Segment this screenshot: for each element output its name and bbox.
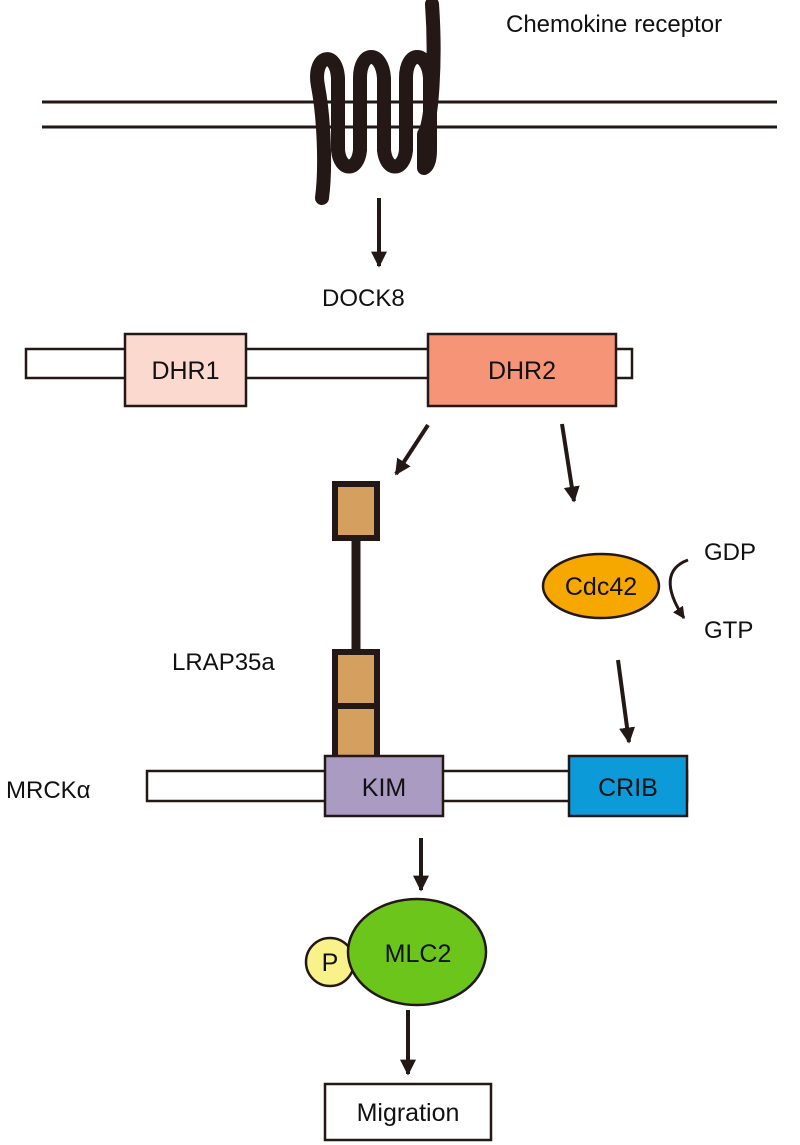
lrap35a-label: LRAP35a bbox=[172, 649, 275, 676]
crib-label: CRIB bbox=[598, 774, 658, 802]
migration-label: Migration bbox=[357, 1099, 460, 1127]
chemokine-receptor-label: Chemokine receptor bbox=[506, 11, 722, 38]
arrow-dhr2-to-lrap35a bbox=[394, 423, 430, 476]
phosphate-label: P bbox=[322, 949, 339, 977]
gdp-gtp-exchange-arrow bbox=[668, 558, 689, 619]
gtp-label: GTP bbox=[704, 617, 753, 644]
cdc42-node bbox=[541, 552, 661, 620]
chemokine-receptor-shape bbox=[310, 0, 441, 205]
mlc2-node bbox=[346, 897, 488, 1007]
mlc2-label: MLC2 bbox=[385, 940, 452, 968]
crib-domain bbox=[567, 754, 689, 818]
dock8-protein: DHR1 DHR2 bbox=[24, 332, 634, 408]
kim-domain bbox=[323, 754, 445, 818]
dhr1-domain bbox=[123, 332, 248, 408]
arrow-dhr2-to-cdc42 bbox=[560, 423, 580, 503]
dhr1-label: DHR1 bbox=[151, 357, 219, 385]
cdc42-label: Cdc42 bbox=[565, 573, 637, 601]
dhr2-label: DHR2 bbox=[488, 357, 556, 385]
arrow-cdc42-to-crib bbox=[616, 659, 636, 744]
mrck-alpha-label: MRCKα bbox=[6, 777, 91, 804]
mrck-alpha-protein: KIM CRIB bbox=[145, 754, 689, 818]
dock8-label: DOCK8 bbox=[322, 285, 405, 312]
kim-label: KIM bbox=[362, 774, 406, 802]
lrap35a-protein bbox=[332, 481, 380, 761]
gdp-label: GDP bbox=[704, 539, 756, 566]
dhr2-domain bbox=[426, 332, 618, 408]
migration-box bbox=[323, 1082, 493, 1142]
